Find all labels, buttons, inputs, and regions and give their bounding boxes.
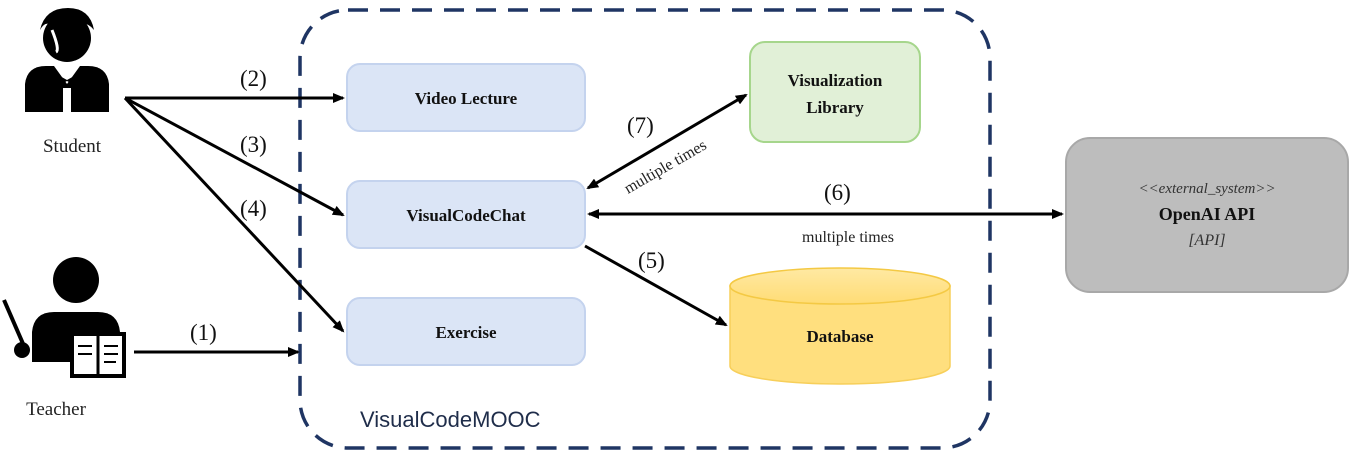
video-lecture-box [346,63,586,132]
note-multiple-times-7: multiple times [622,137,710,198]
step-label-1: (1) [190,320,217,345]
video-lecture-label: Video Lecture [415,89,518,108]
step-label-4: (4) [240,196,267,221]
system-label: VisualCodeMOOC [360,407,541,432]
exercise-box [346,297,586,366]
student-label: Student [43,136,102,157]
student-icon [25,8,109,112]
external-type: [API] [1188,232,1225,249]
system-boundary [298,8,992,450]
arrow-step-5 [584,244,728,327]
visualcodechat-label: VisualCodeChat [406,206,526,225]
arrow-step-7 [586,93,748,190]
visualcodechat-box [346,180,586,249]
arrow-step-3 [124,96,345,217]
note-multiple-times-6: multiple times [802,229,894,246]
step-label-2: (2) [240,66,267,91]
step-label-6: (6) [824,180,851,205]
openai-api-box [1065,137,1349,293]
teacher-icon [2,257,126,378]
external-name: OpenAI API [1159,204,1256,224]
teacher-label: Teacher [26,399,87,420]
exercise-label: Exercise [435,323,497,342]
external-stereotype: <<external_system>> [1138,181,1275,197]
step-label-3: (3) [240,132,267,157]
visualization-library-line1: Visualization [788,71,883,90]
arrow-step-4 [123,96,345,333]
database-cylinder [729,267,951,385]
database-label: Database [806,327,874,346]
step-label-7: (7) [627,113,654,138]
visualization-library-box [749,41,921,143]
visualization-library-line2: Library [806,98,864,117]
step-label-5: (5) [638,248,665,273]
